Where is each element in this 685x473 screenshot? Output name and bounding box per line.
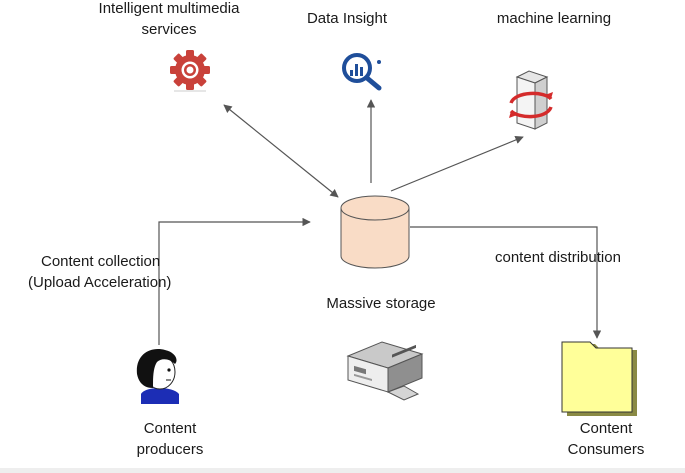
magnifier-chart-icon [342, 53, 382, 91]
edge-storage-ml [390, 135, 524, 192]
edge-producers-storage [158, 217, 311, 345]
edge-label-collection: Content collection (Upload Acceleration) [28, 253, 172, 291]
edge-label-distribution: content distribution [495, 249, 621, 266]
server-cycle-icon [509, 70, 553, 130]
node-label-storage: Massive storage [326, 295, 436, 312]
bottom-divider [0, 468, 685, 473]
folder-icon [561, 341, 637, 416]
edge-storage-multimedia [223, 104, 339, 198]
node-label-multimedia: Intelligent multimedia services [98, 0, 240, 38]
node-label-insight: Data Insight [306, 10, 388, 27]
node-label-ml: machine learning [496, 10, 612, 27]
edge-storage-consumers [410, 226, 602, 339]
node-label-consumers: Content Consumers [567, 420, 645, 458]
database-cylinder-icon [340, 195, 410, 269]
server-rack-icon [346, 341, 424, 401]
user-avatar-icon [136, 349, 179, 404]
node-label-producers: Content producers [136, 420, 204, 458]
gear-icon [170, 50, 210, 92]
